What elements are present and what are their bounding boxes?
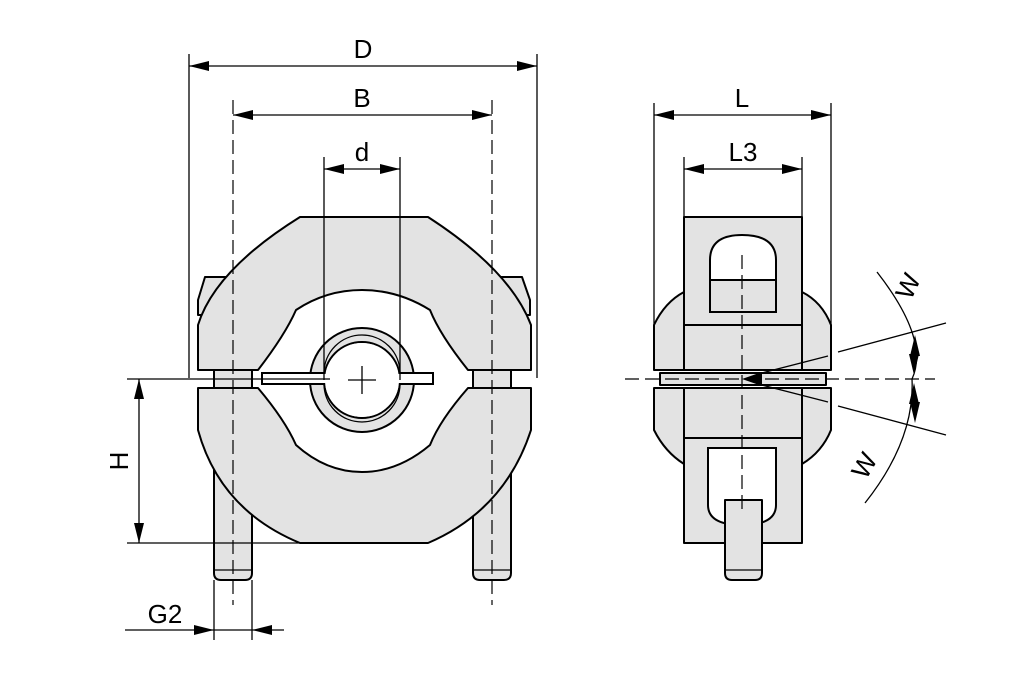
dim-G2-arrow-right [252,625,272,635]
dim-L-arrow-left [654,110,674,120]
dim-G2-label: G2 [148,599,183,629]
tilt-apex-arrow [742,372,762,386]
angle-arrow-upper-b [909,354,919,375]
tilt-line-lower-near [757,383,829,403]
dim-B-label: B [353,83,370,113]
lower-clamp-half [197,387,532,544]
side-screw-socket-top-inner [709,279,777,313]
dim-L-label: L [735,83,749,113]
upper-clamp-half [197,216,532,371]
dim-H-arrow-top [134,379,144,399]
dim-D-label: D [354,34,373,64]
bore-top-edge [323,334,401,374]
dim-D-arrow-left [189,61,209,71]
angle-arc-lower [864,378,913,504]
angle-label-bottom: W [845,447,883,484]
dim-d-arrow-right [380,164,400,174]
dim-G2-arrow-left [194,625,214,635]
dim-d-arrow-left [324,164,344,174]
angle-arrow-lower-a [909,383,919,404]
dim-L-arrow-right [811,110,831,120]
dim-B-arrow-left [233,110,253,120]
dim-L3-arrow-left [684,164,704,174]
dim-H-arrow-bottom [134,523,144,543]
bore-bottom-edge [323,383,401,423]
angle-arrow-upper-a [910,335,920,356]
dim-B-arrow-right [472,110,492,120]
front-view: D B d H G2 [104,34,538,640]
angle-arrow-lower-b [910,402,920,423]
side-block-bottom [683,387,803,439]
tilt-line-upper-near [757,355,829,375]
tilt-line-lower-far [837,405,947,436]
angle-label-top: W [889,268,927,303]
dim-D-arrow-right [517,61,537,71]
side-screw-shank [724,499,763,581]
dim-L3-arrow-right [782,164,802,174]
side-block-top [683,324,803,371]
dim-L3-label: L3 [729,137,758,167]
dim-d-label: d [355,137,369,167]
dim-H-label: H [104,452,134,471]
tilt-line-upper-far [837,322,947,353]
side-view: W W L L3 [625,83,947,581]
